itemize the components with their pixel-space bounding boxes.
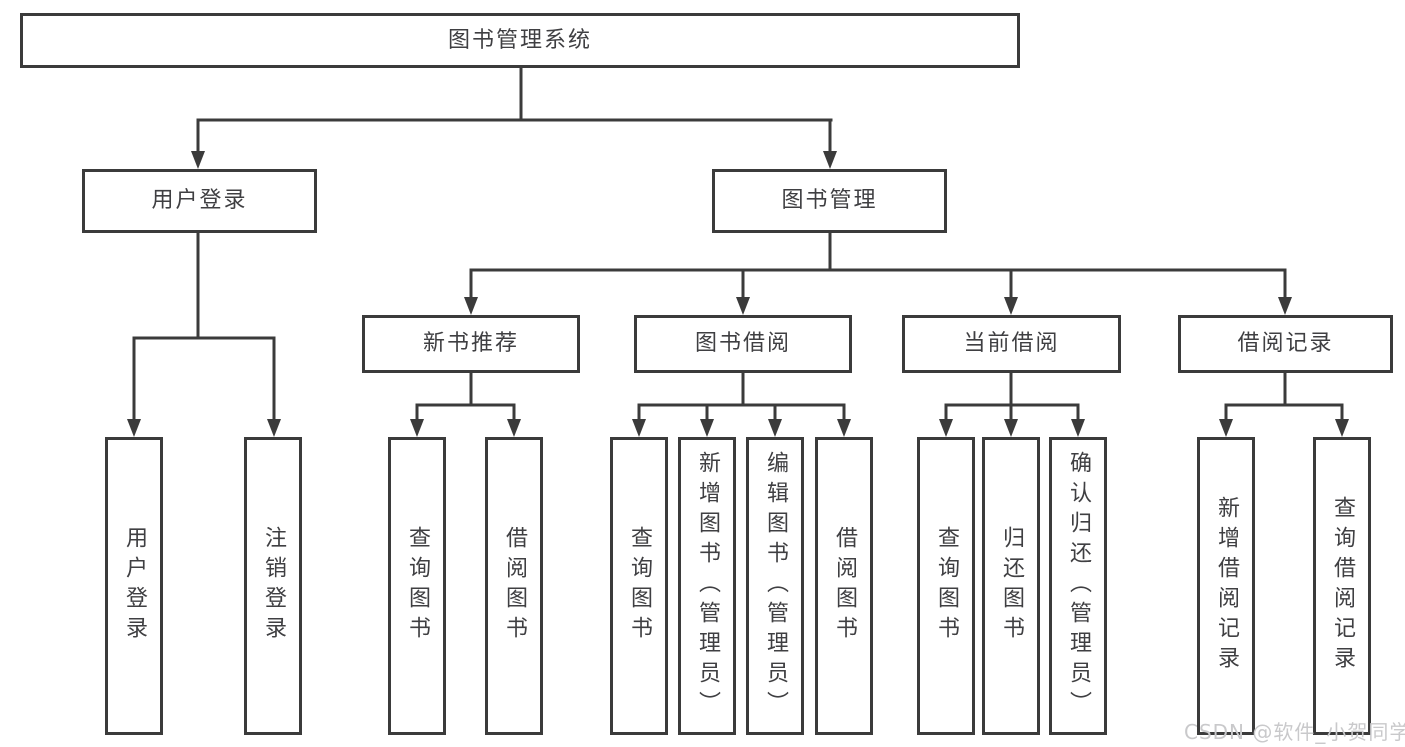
node-label: 图书管理系统 (447, 27, 592, 53)
node-label: 用户登录 (151, 188, 248, 213)
node-new-book-recommend: 新书推荐 (362, 315, 580, 373)
node-label: 新书推荐 (422, 331, 519, 356)
node-add-borrow-record: 新增借阅记录 (1197, 437, 1255, 735)
node-borrow-records: 借阅记录 (1178, 315, 1393, 373)
node-label: 当前借阅 (963, 331, 1060, 356)
node-query-borrow-record: 查询借阅记录 (1313, 437, 1371, 735)
node-library-system: 图书管理系统 (20, 13, 1020, 68)
node-edit-books-admin: 编辑图书（管理员） (746, 437, 804, 735)
node-confirm-return-admin: 确认归还（管理员） (1049, 437, 1107, 735)
node-label: 编辑图书（管理员） (763, 451, 788, 721)
node-label: 查询图书 (405, 526, 430, 646)
node-label: 新增借阅记录 (1214, 496, 1239, 676)
node-user-login: 用户登录 (82, 169, 317, 233)
node-label: 确认归还（管理员） (1066, 451, 1091, 721)
node-return-books: 归还图书 (982, 437, 1040, 735)
node-label: 查询图书 (934, 526, 959, 646)
node-label: 借阅图书 (502, 526, 527, 646)
node-label: 注销登录 (261, 526, 286, 646)
node-label: 查询图书 (627, 526, 652, 646)
node-label: 查询借阅记录 (1330, 496, 1355, 676)
node-query-books-borrow: 查询图书 (610, 437, 668, 735)
node-label: 借阅记录 (1237, 331, 1334, 356)
node-book-borrow: 图书借阅 (634, 315, 852, 373)
node-current-borrow: 当前借阅 (902, 315, 1121, 373)
node-borrow-books-recommend: 借阅图书 (485, 437, 543, 735)
node-label: 借阅图书 (832, 526, 857, 646)
node-add-books-admin: 新增图书（管理员） (678, 437, 736, 735)
node-logout: 注销登录 (244, 437, 302, 735)
csdn-watermark: CSDN @软件_小贺同学 (1184, 720, 1405, 744)
node-query-books-recommend: 查询图书 (388, 437, 446, 735)
arrowhead-icons (127, 151, 1349, 437)
node-user-login-action: 用户登录 (105, 437, 163, 735)
node-label: 图书管理 (781, 188, 878, 213)
node-label: 归还图书 (999, 526, 1024, 646)
node-label: 用户登录 (122, 526, 147, 646)
node-label: 图书借阅 (694, 331, 791, 356)
node-book-management: 图书管理 (712, 169, 947, 233)
node-borrow-books: 借阅图书 (815, 437, 873, 735)
node-query-books-current: 查询图书 (917, 437, 975, 735)
node-label: 新增图书（管理员） (695, 451, 720, 721)
